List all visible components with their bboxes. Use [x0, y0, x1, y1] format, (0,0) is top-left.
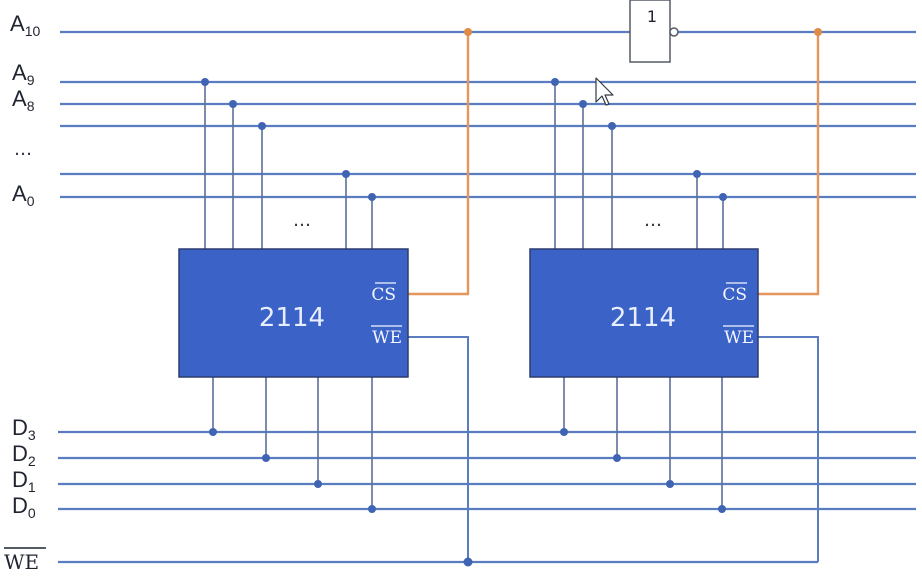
inversion-bubble — [669, 27, 679, 37]
pin-label-cs: CS — [371, 285, 396, 305]
chip-body — [178, 248, 409, 378]
label-d0: D0 — [12, 493, 36, 521]
write-enable-wire-2 — [758, 336, 819, 562]
memory-chip-2: 2114 CS WE — [529, 248, 759, 378]
junction-dot — [666, 480, 674, 488]
label-d1: D1 — [12, 467, 36, 495]
data-bus — [58, 430, 916, 564]
address-ellipsis: … — [293, 210, 313, 231]
address-ellipsis: … — [644, 210, 664, 231]
junction-dot — [579, 100, 587, 108]
junction-dot — [262, 454, 270, 462]
chip-label: 2114 — [610, 303, 676, 333]
junction-dot — [551, 78, 559, 86]
inverter-gate: 1 — [629, 0, 679, 63]
label-d2: D2 — [12, 441, 36, 469]
chip-select-wire-1 — [408, 32, 470, 296]
pin-label-cs: CS — [722, 285, 747, 305]
label-ellipsis: … — [14, 139, 34, 160]
junction-dot — [368, 193, 376, 201]
signal-labels: A10 A9 A8 … A0 D3 D2 D1 D0 WE — [4, 11, 46, 574]
junction-dot — [613, 454, 621, 462]
junction-dot — [258, 122, 266, 130]
junction-dot — [342, 170, 350, 178]
chip-label: 2114 — [259, 303, 325, 333]
junction-dot — [608, 122, 616, 130]
junction-dot — [314, 480, 322, 488]
label-a10: A10 — [10, 11, 40, 39]
junction-dot — [201, 78, 209, 86]
pin-label-we: WE — [724, 328, 754, 348]
chip-1-wiring — [201, 28, 473, 567]
junction-dot — [463, 557, 473, 567]
write-enable-wire-1 — [408, 336, 469, 562]
gate-label: 1 — [647, 7, 657, 26]
junction-dot — [368, 505, 376, 513]
address-bus — [60, 30, 916, 199]
junction-dot — [814, 28, 822, 36]
junction-dot — [560, 428, 568, 436]
chip-body — [529, 248, 759, 378]
junction-dot — [209, 428, 217, 436]
label-a8: A8 — [12, 86, 35, 114]
label-d3: D3 — [12, 415, 36, 443]
chip-select-wire-2 — [758, 32, 820, 296]
label-a9: A9 — [12, 60, 35, 88]
junction-dot — [229, 100, 237, 108]
label-we: WE — [4, 550, 39, 574]
junction-dot — [719, 193, 727, 201]
junction-dot — [718, 505, 726, 513]
junction-dot — [464, 28, 472, 36]
mouse-pointer-icon — [595, 77, 614, 106]
chip-2-wiring — [551, 28, 822, 562]
memory-chip-1: 2114 CS WE — [178, 248, 409, 378]
label-a0: A0 — [12, 181, 35, 209]
gate-body — [629, 0, 671, 63]
pin-label-we: WE — [372, 328, 402, 348]
junction-dot — [693, 170, 701, 178]
